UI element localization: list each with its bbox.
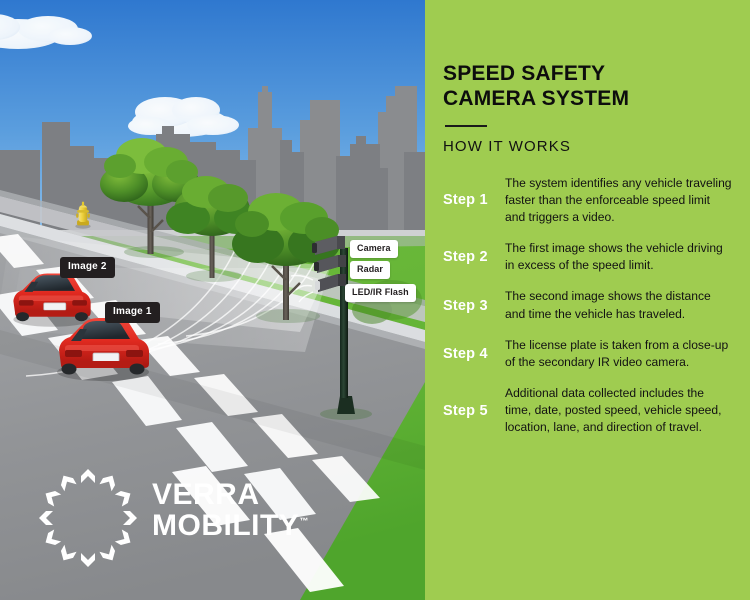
camera-pole-assembly (290, 236, 372, 420)
page-title: SPEED SAFETY CAMERA SYSTEM (443, 62, 732, 112)
step-row-1: Step 1 The system identifies any vehicle… (443, 175, 732, 227)
step-4-label: Step 4 (443, 345, 488, 362)
car1-wheel-right (129, 363, 145, 375)
lane-markings-bottom (172, 466, 344, 592)
flash-burst (290, 274, 314, 303)
fire-hydrant (75, 201, 91, 229)
tree-middle (166, 176, 258, 282)
step-5-label: Step 5 (443, 402, 488, 419)
label-led-ir-flash: LED/IR Flash (345, 284, 416, 302)
car1-side-window (71, 329, 87, 341)
step-5-text: Additional data collected includes the t… (505, 386, 722, 435)
page-subtitle: HOW IT WORKS (443, 137, 571, 155)
car1-wheel-left (61, 363, 77, 375)
car2-wheel-left (16, 312, 29, 322)
car2-wheel-right (75, 312, 88, 322)
logo-line-1: VERRA (152, 478, 260, 511)
label-image-2: Image 2 (60, 257, 115, 278)
label-radar: Radar (350, 261, 391, 279)
step-row-5: Step 5 Additional data collected include… (443, 385, 732, 437)
car1-taillight-right (126, 350, 143, 357)
vehicle-image1 (57, 318, 149, 381)
car1-rear-window (79, 321, 130, 339)
title-divider (445, 124, 487, 127)
trademark-symbol: ™ (299, 515, 309, 526)
illustration-panel: Image 2 Image 1 Camera Radar LED/IR Flas… (0, 0, 425, 600)
cloud-center (128, 97, 239, 137)
logo-line-2: MOBILITY (152, 508, 300, 542)
label-image-1: Image 1 (105, 302, 160, 323)
step-row-2: Step 2 The first image shows the vehicle… (443, 240, 732, 274)
logo-wordmark: VERRA MOBILITY™ (152, 478, 309, 542)
title-line-2: CAMERA SYSTEM (443, 86, 630, 110)
flash-device (315, 274, 346, 292)
step-4-text: The license plate is taken from a close-… (505, 337, 729, 369)
step-1-text: The system identifies any vehicle travel… (505, 175, 732, 224)
car2-rear-window (30, 275, 75, 291)
step-2-label: Step 2 (443, 249, 488, 266)
radar-device (314, 255, 346, 273)
label-camera: Camera (350, 240, 398, 258)
pole-base (337, 396, 355, 414)
verra-mobility-logo: VERRA MOBILITY™ (34, 462, 324, 574)
vehicle-image2 (13, 273, 91, 327)
logo-line-2-wrap: MOBILITY™ (152, 508, 309, 542)
tree-right (232, 193, 340, 323)
step-3-text: The second image shows the distance and … (505, 289, 711, 321)
camera-device (312, 236, 345, 255)
cloud-top-left (0, 14, 92, 49)
verra-chevron-ring-icon (39, 469, 137, 567)
step-2-text: The first image shows the vehicle drivin… (505, 241, 723, 273)
car2-side-window (24, 281, 39, 292)
step-3-label: Step 3 (443, 297, 488, 314)
car1-taillight-left (65, 350, 82, 357)
step-row-4: Step 4 The license plate is taken from a… (443, 337, 732, 371)
car2-taillight-right (72, 300, 87, 306)
step-1-label: Step 1 (443, 192, 488, 209)
pole-shaft (340, 248, 348, 398)
car1-license-plate (92, 352, 120, 363)
content-panel: SPEED SAFETY CAMERA SYSTEM HOW IT WORKS … (425, 0, 750, 600)
step-row-3: Step 3 The second image shows the distan… (443, 288, 732, 322)
title-line-1: SPEED SAFETY (443, 62, 606, 85)
car2-license-plate (43, 302, 67, 311)
car2-taillight-left (18, 300, 34, 306)
